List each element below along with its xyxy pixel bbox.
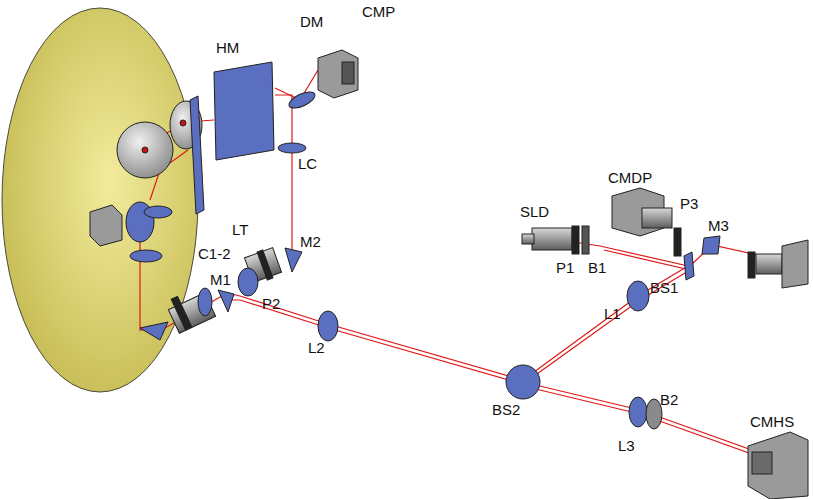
blocker (646, 399, 662, 429)
prism (218, 290, 234, 312)
source-cylinder (532, 228, 572, 250)
camera-symbol (90, 205, 122, 246)
part-label: CMHS (750, 414, 794, 429)
beam (225, 300, 523, 384)
part-label: HM (216, 40, 239, 55)
part-label: M3 (708, 218, 729, 233)
part-label: CMDP (608, 170, 652, 185)
mirror-block (214, 62, 274, 160)
mirror (287, 89, 317, 112)
prism (285, 248, 302, 272)
sphere (117, 122, 173, 178)
dot (180, 120, 186, 126)
plate (748, 252, 755, 278)
part-label: M2 (300, 234, 321, 249)
lens (238, 268, 258, 296)
part-label: P1 (556, 260, 574, 275)
lens (629, 397, 647, 427)
part-label: L3 (618, 438, 635, 453)
lens (318, 311, 338, 341)
prism (702, 236, 720, 254)
relay-optics (318, 252, 694, 429)
lens (278, 143, 306, 153)
camera-lens (642, 208, 672, 228)
part-label: LT (232, 222, 248, 237)
camera-lens (752, 452, 772, 474)
beam-splitter (506, 365, 540, 399)
source-and-cameras (522, 188, 808, 499)
plate (582, 226, 589, 254)
part-label: SLD (520, 204, 549, 219)
eye-parts (90, 96, 204, 262)
lens (198, 288, 212, 316)
top-parts (214, 50, 358, 160)
camera-lens (342, 62, 354, 84)
lens (144, 206, 172, 218)
part-label: BS2 (492, 402, 520, 417)
beam (523, 240, 688, 380)
lens (627, 281, 649, 311)
part-label: P2 (262, 296, 280, 311)
part-label: L2 (308, 340, 325, 355)
source-tip (522, 234, 534, 244)
beam (275, 95, 292, 255)
plate (572, 226, 579, 254)
prism (140, 322, 168, 340)
beam-splitter (684, 252, 694, 280)
dot (142, 147, 148, 153)
plate (674, 228, 681, 256)
part-label: M1 (210, 272, 231, 287)
lens-group (140, 248, 302, 340)
beam (523, 250, 690, 384)
part-label: B1 (588, 260, 606, 275)
part-label: C1-2 (198, 246, 231, 261)
plate (190, 96, 204, 214)
camera-symbol (318, 50, 358, 98)
part-label: BS1 (650, 280, 678, 295)
part-label: CMP (362, 4, 395, 19)
camera-symbol (748, 432, 808, 499)
beam (523, 382, 780, 460)
part-label: LC (298, 156, 317, 171)
part-label: P3 (680, 196, 698, 211)
plate (171, 296, 192, 330)
part-label: B2 (660, 392, 678, 407)
part-label: DM (300, 14, 323, 29)
beam (523, 386, 780, 464)
plate (257, 250, 273, 280)
part-label: L1 (604, 306, 621, 321)
lens (130, 250, 162, 262)
camera-symbol (782, 240, 808, 288)
beam (222, 292, 523, 380)
camera-lens (756, 254, 782, 274)
eye-model (2, 8, 198, 392)
